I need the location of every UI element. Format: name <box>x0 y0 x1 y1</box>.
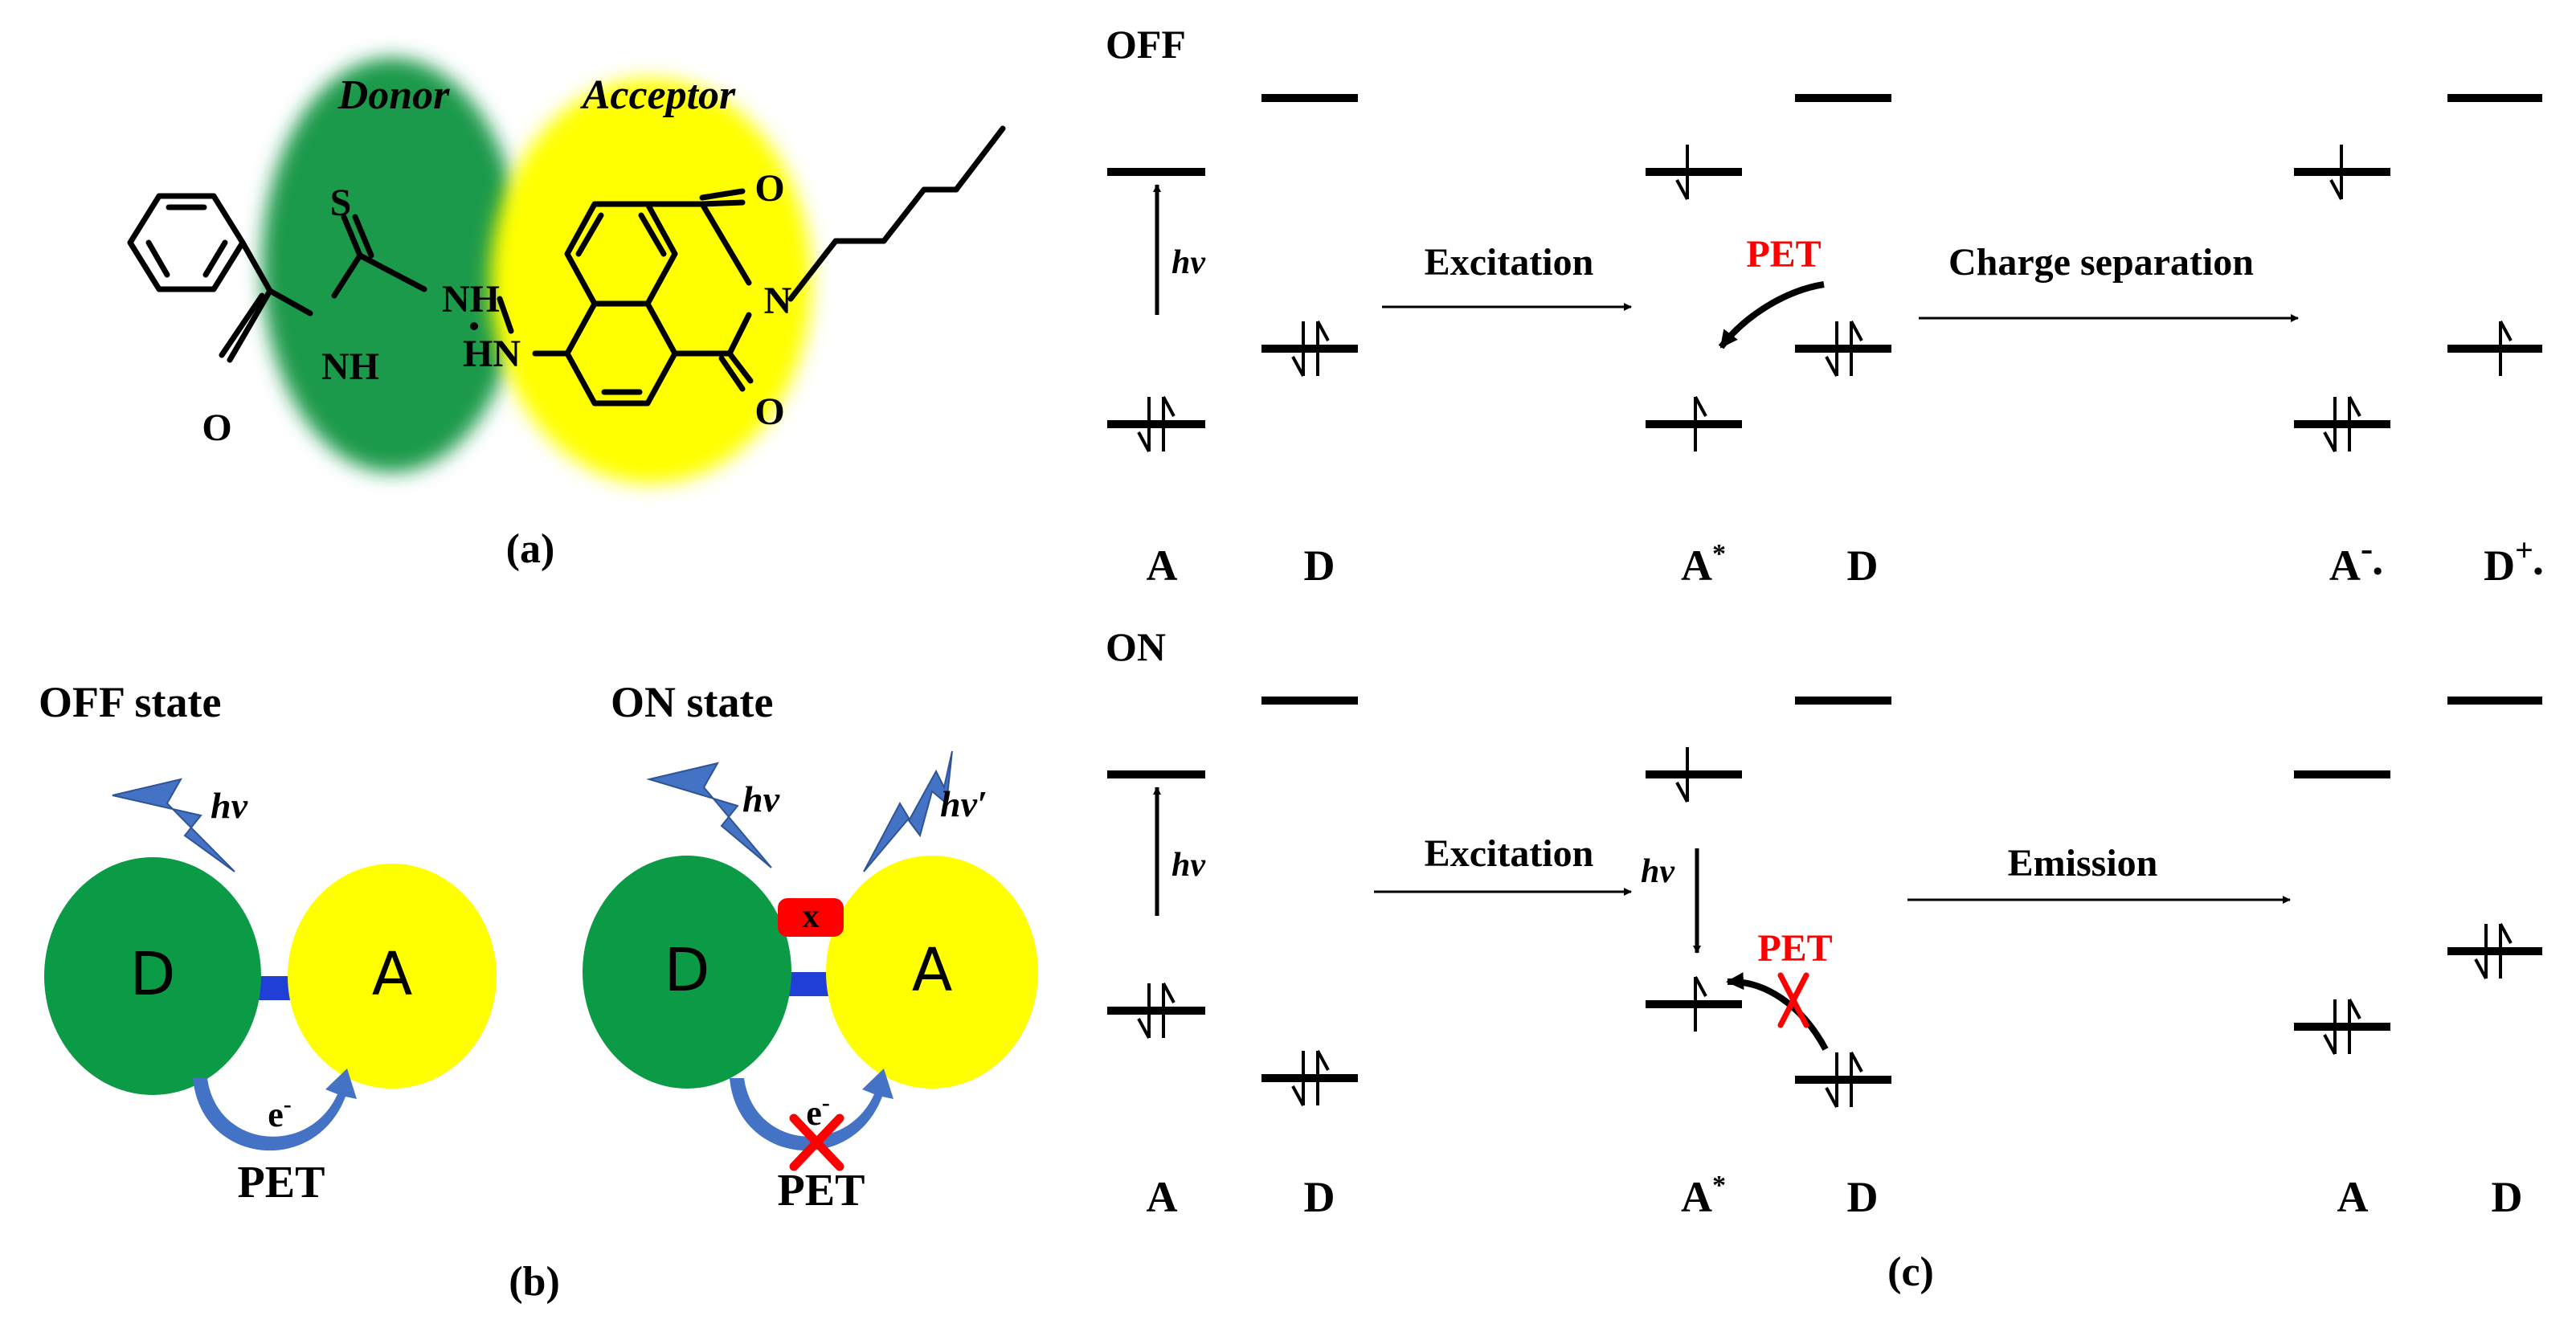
atom-labels: S NH NH HN O O O N <box>202 167 791 449</box>
caption-b: (b) <box>509 1259 560 1305</box>
pet-blocked-cross-icon <box>1777 972 1809 1028</box>
on-acceptor-circle <box>826 856 1038 1089</box>
panel-b: OFF state ON state hv D A e- PET hv hv′ … <box>39 678 1038 1305</box>
off-label-d-radical: D+• <box>2484 532 2543 590</box>
on-label-a: A <box>1147 1173 1178 1221</box>
energy-levels-on <box>1107 697 2542 1084</box>
atom-n-imide: N <box>764 280 792 322</box>
off-acceptor-circle <box>288 864 497 1089</box>
blocked-cross-icon <box>789 1113 844 1171</box>
on-linker <box>787 972 829 996</box>
on-state-title: ON state <box>611 678 773 726</box>
off-hv-label: hv <box>211 785 248 826</box>
caption-a: (a) <box>506 526 555 572</box>
on-hv-label: hv <box>742 778 780 819</box>
on-label-d3: D <box>2492 1173 2523 1221</box>
off-title: OFF <box>1106 22 1186 67</box>
acceptor-region <box>490 79 812 484</box>
off-donor-circle <box>44 857 261 1095</box>
on-excitation-label: Excitation <box>1425 832 1594 875</box>
analyte-bridge <box>778 898 844 937</box>
off-label-d: D <box>1304 541 1335 590</box>
panel-c-on: ON hv Excitation <box>1106 624 2542 1295</box>
off-electron-transfer-arrow-icon <box>193 1068 357 1151</box>
on-label-a3: A <box>2337 1173 2369 1221</box>
on-label-a-star: A* <box>1681 1171 1726 1221</box>
on-state-diagram: hv hv′ D A x e- PET <box>583 750 1038 1216</box>
molecule-structure <box>127 125 1006 407</box>
atom-hn: HN <box>463 333 521 375</box>
on-acceptor-label: A <box>912 936 953 1005</box>
donor-label: Donor <box>337 72 450 118</box>
off-charge-separation-label: Charge separation <box>1948 241 2254 284</box>
electron-spins-off <box>1137 143 2513 453</box>
acceptor-label: Acceptor <box>580 72 736 118</box>
off-pet-label: PET <box>238 1158 325 1207</box>
off-label-a: A <box>1147 541 1178 590</box>
on-electron-transfer-arrow-icon <box>730 1068 893 1151</box>
off-electron-label: e- <box>268 1091 292 1134</box>
atom-nh-top: NH <box>442 278 500 321</box>
on-electron-label: e- <box>806 1089 830 1133</box>
atom-s: S <box>330 182 352 224</box>
on-light-bolt-icon <box>646 762 772 868</box>
off-light-bolt-icon <box>112 778 235 872</box>
emission-bolt-icon <box>863 750 953 872</box>
caption-c: (c) <box>1887 1249 1934 1295</box>
species-labels-on: A D A* D A D <box>1147 1171 2523 1221</box>
donor-region <box>262 58 522 472</box>
panel-a: Donor Acceptor <box>127 58 1006 572</box>
on-hv-prime-label: hv′ <box>940 783 987 824</box>
off-label-a-star: A* <box>1681 539 1726 590</box>
hn-dot <box>470 322 478 330</box>
on-hv-label: hv <box>1171 847 1206 884</box>
off-state-title: OFF state <box>39 678 221 726</box>
on-emission-label: Emission <box>2008 842 2158 885</box>
species-labels-off: A D A* D A-• D+• <box>1147 528 2543 590</box>
energy-levels-off <box>1107 94 2542 428</box>
atom-nh-left: NH <box>321 345 379 388</box>
atom-o-bottom: O <box>754 390 784 433</box>
off-donor-label: D <box>130 940 176 1009</box>
on-label-d2: D <box>1847 1173 1879 1221</box>
off-acceptor-label: A <box>372 940 413 1009</box>
on-title: ON <box>1106 624 1166 669</box>
on-donor-circle <box>583 856 791 1089</box>
off-label-a-radical: A-• <box>2329 528 2382 590</box>
off-excitation-label: Excitation <box>1425 241 1594 284</box>
off-state-diagram: hv D A e- PET <box>44 778 497 1207</box>
panel-c-off: OFF hv Excitation <box>1106 22 2543 590</box>
atom-o-top: O <box>754 167 784 210</box>
on-pet-label: PET <box>778 1166 865 1216</box>
atom-o-left: O <box>202 407 231 449</box>
off-pet-label: PET <box>1746 233 1821 276</box>
off-pet-arrow <box>1718 281 1825 349</box>
off-hv-label: hv <box>1171 244 1206 281</box>
on-pet-label: PET <box>1757 927 1832 970</box>
analyte-label: x <box>803 898 820 935</box>
on-hv-emit-label: hv <box>1641 853 1675 890</box>
on-donor-label: D <box>664 936 710 1005</box>
off-label-d2: D <box>1847 541 1879 590</box>
on-label-d: D <box>1304 1173 1335 1221</box>
on-pet-arrow <box>1726 972 1829 1051</box>
